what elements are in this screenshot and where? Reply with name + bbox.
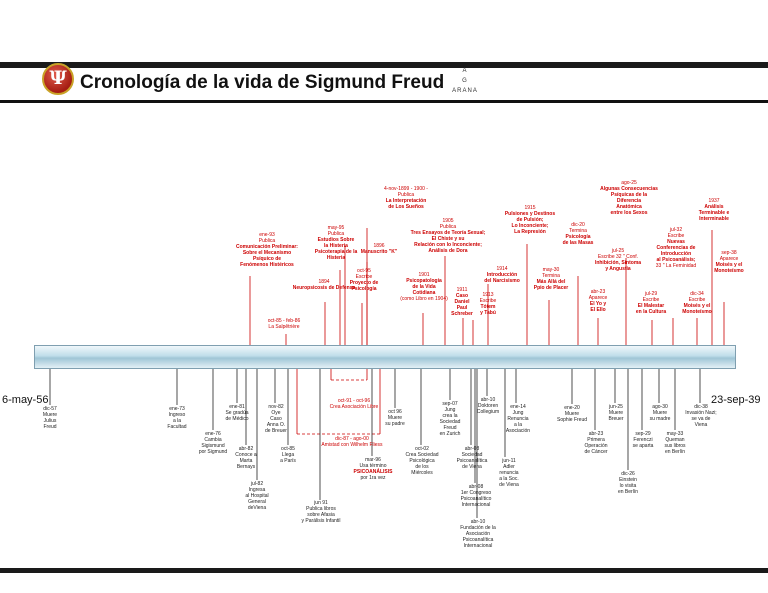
- header-rule-bottom: [0, 100, 768, 103]
- brand-line-2: G: [462, 78, 468, 84]
- psi-logo: Ψ: [42, 63, 74, 95]
- brand-line-1: A: [462, 68, 468, 74]
- timeline-start: 6-may-56: [2, 394, 49, 406]
- footer-rule: [0, 568, 768, 573]
- brand-mark: A G ARANA: [448, 66, 482, 96]
- page-title: Cronología de la vida de Sigmund Freud: [80, 72, 445, 93]
- brand-line-3: ARANA: [452, 88, 478, 94]
- timeline-bar: [34, 345, 736, 369]
- timeline-end: 23-sep-39: [711, 394, 761, 406]
- header-rule-top: [0, 62, 768, 68]
